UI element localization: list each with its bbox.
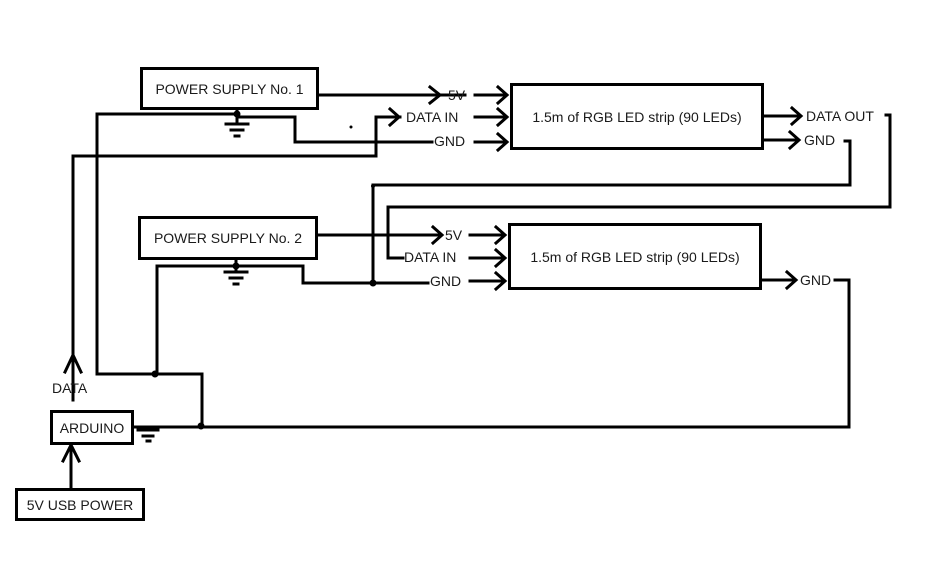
arrow-strip1-5v-in xyxy=(495,84,510,106)
arrow-ps2-5v xyxy=(430,224,445,246)
led-strip-1: 1.5m of RGB LED strip (90 LEDs) xyxy=(510,83,764,150)
led-strip-2-label: 1.5m of RGB LED strip (90 LEDs) xyxy=(530,248,740,265)
wire-ps2-gnd xyxy=(234,264,430,285)
junction-gnd-strip2 xyxy=(369,279,377,287)
arduino: ARDUINO xyxy=(50,410,134,445)
arrow-arduino-data xyxy=(63,351,83,374)
junction-gnd-bus-left xyxy=(151,370,159,378)
label-strip1-gnd: GND xyxy=(434,133,466,149)
arrow-strip1-gnd-in xyxy=(495,131,510,153)
arrow-strip2-gnd-out xyxy=(784,269,799,291)
power-supply-1: POWER SUPPLY No. 1 xyxy=(140,67,319,110)
label-strip1-data-in: DATA IN xyxy=(406,109,459,125)
label-arduino-data: DATA xyxy=(52,380,88,396)
usb-power-label: 5V USB POWER xyxy=(26,496,134,513)
arrow-strip1-data-out xyxy=(789,105,804,127)
junction-top xyxy=(371,184,375,188)
wire-ps1-gnd xyxy=(235,115,434,144)
stray-dot xyxy=(349,125,353,129)
label-strip1-gnd-out: GND xyxy=(804,132,836,148)
arrow-strip2-data-in xyxy=(493,247,508,269)
label-strip2-5v: 5V xyxy=(445,227,463,243)
wire-gnd-out-to-strip2 xyxy=(371,139,852,285)
power-supply-2: POWER SUPPLY No. 2 xyxy=(138,216,318,260)
led-strip-1-label: 1.5m of RGB LED strip (90 LEDs) xyxy=(532,108,742,125)
power-supply-2-label: POWER SUPPLY No. 2 xyxy=(153,230,303,246)
arrow-strip1-gnd-out xyxy=(787,129,802,151)
junction-arduino-gnd xyxy=(197,422,205,430)
arrow-ps1-5v xyxy=(427,84,443,106)
junction-ps1-gnd xyxy=(233,110,241,118)
led-strip-2: 1.5m of RGB LED strip (90 LEDs) xyxy=(508,223,762,290)
arrow-strip1-data-in-label xyxy=(387,106,402,128)
wire-data-out-to-strip2 xyxy=(386,113,892,260)
label-strip1-data-out: DATA OUT xyxy=(806,108,874,124)
arrow-usb-arduino xyxy=(60,441,82,464)
label-strip2-data-in: DATA IN xyxy=(404,249,457,265)
label-strip2-gnd-out: GND xyxy=(800,272,832,288)
ground-symbol-arduino xyxy=(136,428,160,443)
arrow-strip1-data-in xyxy=(495,106,510,128)
arduino-label: ARDUINO xyxy=(59,419,125,436)
power-supply-1-label: POWER SUPPLY No. 1 xyxy=(155,80,304,97)
arrow-strip2-5v-in xyxy=(493,224,508,246)
label-strip1-5v: 5V xyxy=(448,87,466,103)
wire-ground-bus xyxy=(95,112,239,428)
label-strip2-gnd: GND xyxy=(430,273,462,289)
junction-ps2-gnd xyxy=(232,262,240,270)
arrow-strip2-gnd-in xyxy=(493,270,508,292)
wire-strip2-gnd-return xyxy=(130,278,851,429)
wire-ps2-ground-down xyxy=(155,264,238,376)
wire-arduino-data xyxy=(71,115,402,402)
usb-power: 5V USB POWER xyxy=(15,488,145,521)
